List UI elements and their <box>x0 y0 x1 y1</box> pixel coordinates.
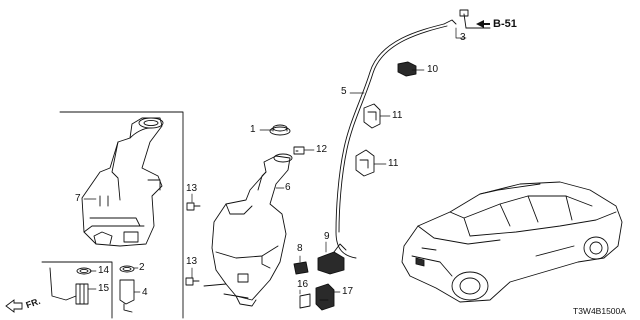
callout-15: 15 <box>98 283 110 294</box>
leader-lines <box>83 27 467 295</box>
washer-pump-17 <box>315 283 335 311</box>
seal-16 <box>299 293 311 309</box>
hose-connector-10 <box>397 61 417 77</box>
grommet-8 <box>293 261 309 275</box>
sub-panel-frame <box>41 261 113 319</box>
seal-2 <box>119 265 135 273</box>
hose-clip-11-upper <box>363 103 381 129</box>
callout-4: 4 <box>142 287 148 298</box>
left-panel-frame <box>59 111 184 319</box>
bolt-13-upper <box>186 202 201 211</box>
callout-12: 12 <box>316 144 328 155</box>
pump-4 <box>119 279 135 313</box>
seal-14 <box>76 267 92 275</box>
callout-2: 2 <box>139 262 145 273</box>
callout-11-lower: 11 <box>388 158 399 169</box>
callout-6: 6 <box>285 182 291 193</box>
callout-11-upper: 11 <box>392 110 403 121</box>
filler-cap <box>269 124 291 136</box>
bolt-13-lower <box>185 277 200 286</box>
washer-hose <box>335 19 457 259</box>
car-illustration <box>401 181 623 303</box>
callout-5: 5 <box>341 86 347 97</box>
callout-7: 7 <box>75 193 81 204</box>
reference-marker <box>459 9 491 29</box>
callout-10: 10 <box>427 64 439 75</box>
reference-arrow-icon <box>476 20 490 28</box>
callout-17: 17 <box>342 286 354 297</box>
washer-tank-left <box>81 117 164 247</box>
callout-1: 1 <box>250 124 256 135</box>
bolt-12 <box>293 146 305 155</box>
diagram-code: T3W4B1500A <box>573 306 626 316</box>
callout-8: 8 <box>297 243 303 254</box>
washer-tank-right <box>203 153 293 307</box>
callout-9: 9 <box>324 231 330 242</box>
washer-pump-9 <box>317 243 347 275</box>
reference-label: B-51 <box>493 18 517 30</box>
callout-13-lower: 13 <box>186 256 198 267</box>
callout-13-upper: 13 <box>186 183 198 194</box>
callout-16: 16 <box>297 279 309 290</box>
front-direction-arrow-icon <box>5 299 23 313</box>
hose-clip-11-lower <box>355 149 375 177</box>
callout-14: 14 <box>98 265 110 276</box>
callout-3: 3 <box>460 32 466 43</box>
level-sensor-15 <box>49 267 89 305</box>
